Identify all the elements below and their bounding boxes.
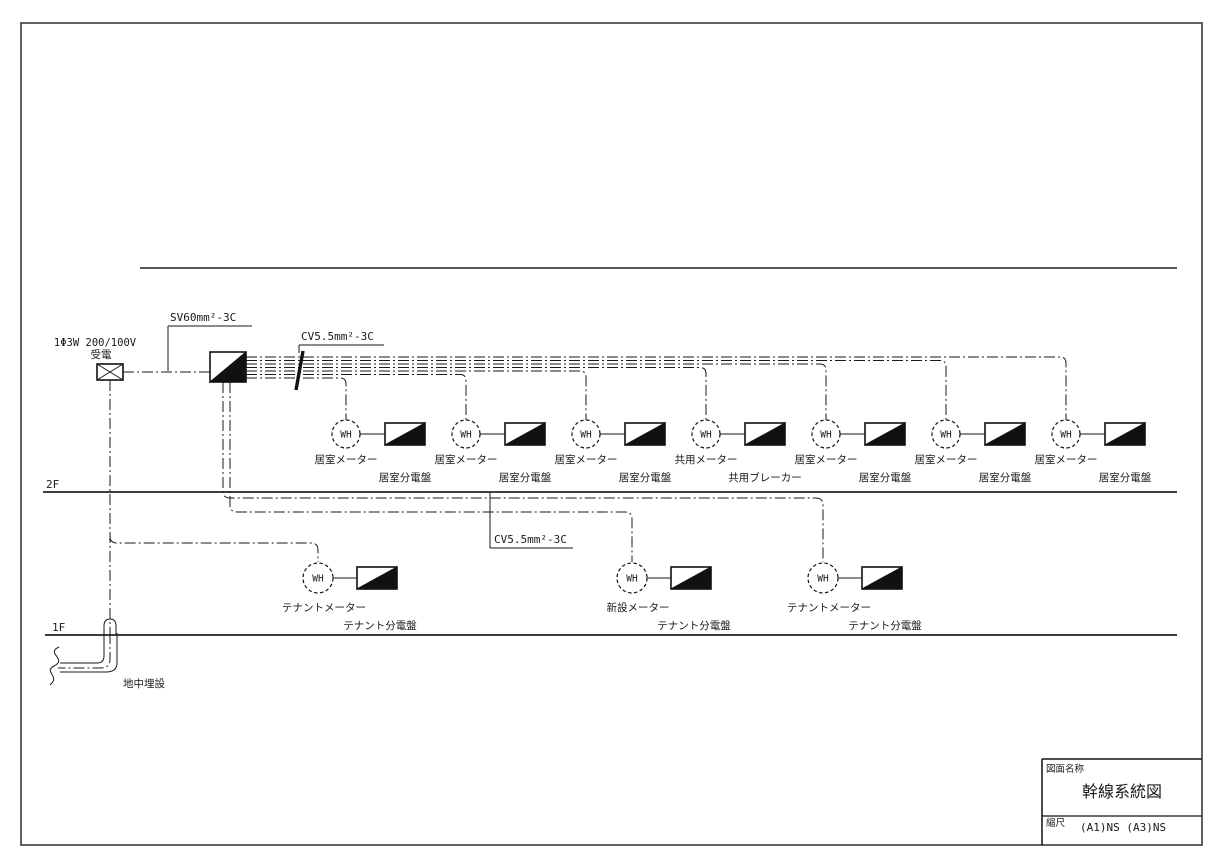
panel-symbol-fill [1104,422,1146,446]
panel-symbol-fill [744,422,786,446]
wh-meter-symbol: WH [340,430,352,441]
floor-label-1f: 1F [52,621,65,634]
feeder-2f-drop [246,367,707,420]
drawing-border [20,22,1203,846]
underground-label: 地中埋設 [123,677,165,690]
wh-meter-symbol: WH [1060,430,1072,441]
panel-name-label: テナント分電盤 [343,619,417,632]
feeder-2f-drop [246,377,347,420]
meter-name-label: テナントメーター [787,602,871,614]
floor-label-2f: 2F [46,478,59,491]
title-name-label: 図面名称 [1046,763,1085,775]
service-entry-symbol [96,363,124,381]
panel-name-label: 居室分電盤 [619,471,672,484]
scale-label: 縮尺 [1046,817,1066,829]
panel-symbol-fill [670,566,712,590]
panel-symbol-fill [624,422,666,446]
service-receive-label: 受電 [91,349,112,361]
meter-name-label: 新設メーター [607,601,670,614]
feeder-1f-line-b [229,382,633,562]
tenant1-branch [109,535,319,562]
service-spec-label: 1Φ3W 200/100V [54,337,137,349]
feeder-2f-drop [246,363,827,420]
panel-symbol-fill [504,422,546,446]
meter-name-label: 居室メーター [1035,453,1098,466]
panel-symbol-fill [384,422,426,446]
panel-name-label: 居室分電盤 [499,471,552,484]
panel-symbol-fill [356,566,398,590]
meter-name-label: 居室メーター [555,453,618,466]
wh-meter-symbol: WH [312,574,324,585]
feeder-2f-drop [246,356,1067,420]
meter-name-label: 居室メーター [795,453,858,466]
panel-symbol-fill [864,422,906,446]
branch-1f-cable-label: CV5.5mm²-3C [494,533,567,546]
wh-meter-symbol: WH [626,574,638,585]
title-block: 図面名称 幹線系統図 縮尺 (A1)NS (A3)NS [1041,758,1202,845]
panel-name-label: 共用ブレーカー [728,471,802,484]
meter-name-label: 共用メーター [675,454,738,466]
wh-meter-symbol: WH [700,430,712,441]
branch-2f-cable-label: CV5.5mm²-3C [301,330,374,343]
underground-conduit [49,633,118,686]
feeder-2f-drop [246,370,587,420]
drawing-title: 幹線系統図 [1082,782,1162,801]
wh-meter-symbol: WH [580,430,592,441]
wh-meter-symbol: WH [817,574,829,585]
panel-name-label: テナント分電盤 [657,619,731,632]
wh-meter-symbol: WH [940,430,952,441]
main-cable-label: SV60mm²-3C [170,311,236,324]
scale-value: (A1)NS (A3)NS [1080,821,1166,834]
main-panel-symbol [208,350,247,383]
panel-symbol-fill [984,422,1026,446]
wh-meter-symbol: WH [820,430,832,441]
break-symbol [49,646,60,686]
feeder-2f-drop [246,374,467,420]
meter-name-label: 居室メーター [915,453,978,466]
panel-name-label: 居室分電盤 [1099,471,1152,484]
meter-name-label: 居室メーター [435,453,498,466]
wh-meter-symbol: WH [460,430,472,441]
feeder-1f-line-a [222,382,824,562]
meter-groups: WH居室メーター居室分電盤WH居室メーター居室分電盤WH居室メーター居室分電盤W… [246,356,1152,632]
panel-name-label: 居室分電盤 [979,471,1032,484]
panel-symbol-fill [861,566,903,590]
feeder-2f-drop [246,360,947,420]
panel-name-label: 居室分電盤 [859,471,912,484]
meter-name-label: 居室メーター [315,453,378,466]
meter-name-label: テナントメーター [282,602,366,614]
floor-sleeve-symbol [103,618,117,634]
panel-name-label: テナント分電盤 [848,619,922,632]
panel-name-label: 居室分電盤 [379,471,432,484]
